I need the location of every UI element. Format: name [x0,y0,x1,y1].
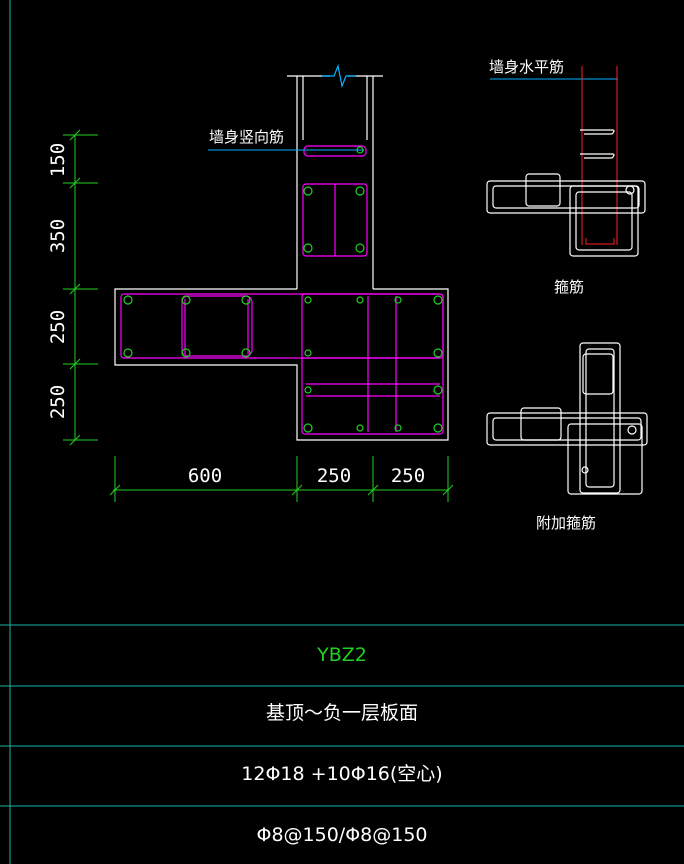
leader-lines [208,78,618,151]
dim-150: 150 [47,143,69,177]
rebar-circle-icon [355,243,365,253]
horizontal-bar-label: 墙身水平筋 [489,58,564,76]
rebar-circle-icon [241,295,251,305]
rebar-circle-icon [181,348,191,358]
rebar-circles [123,146,443,433]
horizontal-dimension-texts: 600 250 250 [188,465,425,487]
extra-stirrup-detail [486,342,648,495]
extra-stirrup-label: 附加箍筋 [536,514,596,532]
dim-250-c: 250 [317,465,351,487]
vertical-bar-label: 墙身竖向筋 [209,128,284,146]
dim-350: 350 [47,219,69,253]
rebar-circle-icon [303,243,313,253]
rebar-circle-icon [433,385,443,395]
dim-250-b: 250 [47,385,69,419]
rebar-circle-icon [356,296,364,304]
vertical-dimension-texts: 150 350 250 250 [47,143,69,419]
stirrup-detail: 箍筋 [486,66,646,296]
rebar-circle-icon [123,348,133,358]
stirrup-cage [120,145,444,435]
rebar-circle-icon [304,386,312,394]
elevation-range: 基顶～负一层板面 [265,702,418,724]
rebar-circle-icon [394,296,402,304]
dim-600: 600 [188,465,222,487]
section-outline [114,75,449,441]
break-line-icon [322,63,356,89]
rebar-circle-icon [394,424,402,432]
rebar-circle-icon [123,295,133,305]
rebar-circle-icon [433,348,443,358]
dim-250-d: 250 [391,465,425,487]
rebar-circle-icon [303,423,313,433]
rebar-circle-icon [241,348,251,358]
horizontal-dimension-chain [109,456,454,502]
rebar-circle-icon [181,295,191,305]
rebar-circle-icon [304,349,312,357]
stirrup-spec: Φ8@150/Φ8@150 [256,824,428,846]
dim-250-a: 250 [47,310,69,344]
rebar-circle-icon [304,296,312,304]
column-code: YBZ2 [317,644,367,666]
rebar-circle-icon [356,424,364,432]
rebar-circle-icon [355,186,365,196]
stirrup-label: 箍筋 [554,278,584,296]
rebar-circle-icon [433,423,443,433]
longitudinal-bars: 12Φ18 +10Φ16(空心) [241,763,443,785]
rebar-circle-icon [303,186,313,196]
rebar-circle-icon [433,295,443,305]
vertical-dimension-chain [63,129,98,446]
